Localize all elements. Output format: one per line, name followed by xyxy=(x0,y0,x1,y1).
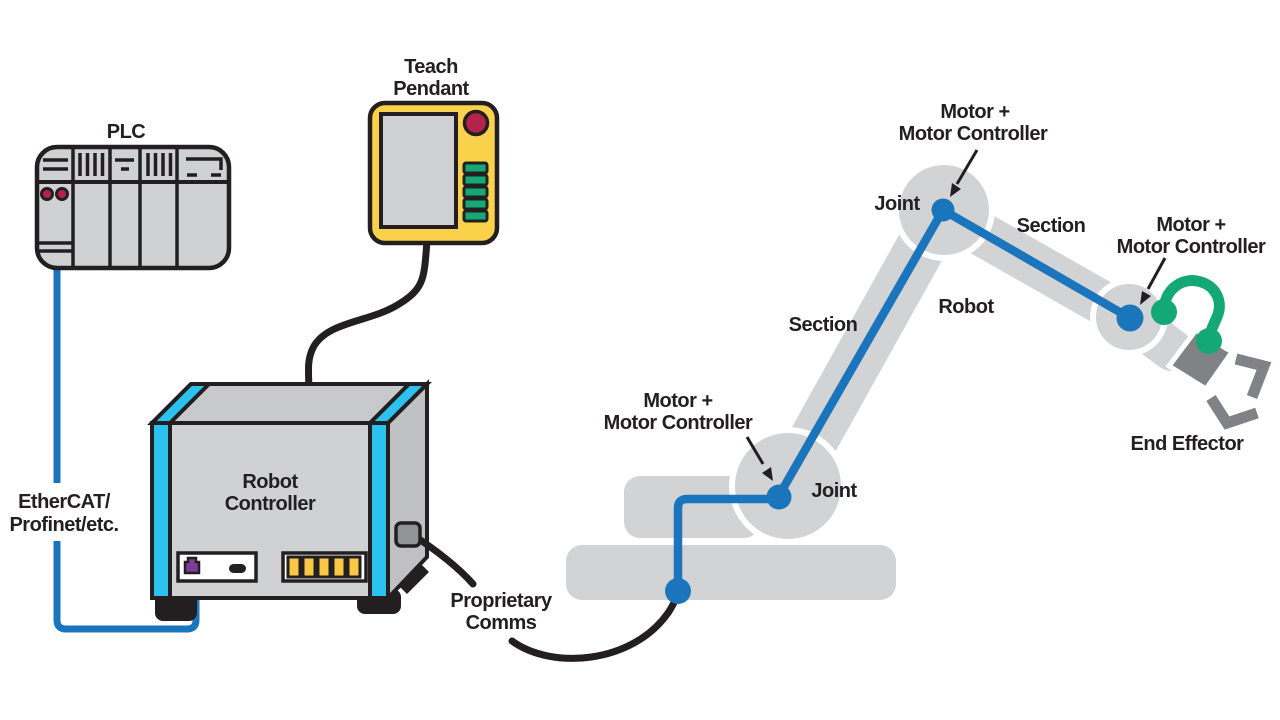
comm-node-joint-elbow xyxy=(931,198,955,222)
teach-pendant-device xyxy=(367,100,500,246)
callout-arrow-elbow-motor xyxy=(950,149,979,197)
emergency-stop-button xyxy=(462,109,490,137)
controller-edge-strip-right xyxy=(368,421,390,600)
arrow-line xyxy=(1146,257,1167,290)
arrow-head xyxy=(1140,291,1151,305)
label-motor-controller-elbow-line1: Motor + xyxy=(940,101,1009,123)
fieldbus-cable xyxy=(53,262,200,633)
usb-port-icon xyxy=(183,556,201,575)
plc-chassis xyxy=(34,144,232,271)
label-joint-base: Joint xyxy=(811,480,857,502)
comm-node-joint-base xyxy=(766,484,792,510)
comm-node-joint-wrist xyxy=(1116,304,1144,332)
pendant-key xyxy=(462,197,489,211)
hose-end-cap xyxy=(1196,328,1222,354)
label-fieldbus-line1: EtherCAT/ xyxy=(18,491,111,513)
label-teach-pendant-line1: Teach xyxy=(404,56,458,78)
robot-base-lower-block xyxy=(566,545,896,600)
terminal-pin xyxy=(301,555,317,579)
plc-handle-glyph xyxy=(186,157,223,170)
fieldbus-cable-lower-segment xyxy=(53,541,200,633)
label-proprietary-comms-line1: Proprietary xyxy=(450,590,553,612)
arrow-line xyxy=(745,436,765,465)
label-motor-controller-elbow-line2: Motor Controller xyxy=(899,123,1048,145)
robot-arm xyxy=(508,159,1272,662)
label-teach-pendant-line2: Pendant xyxy=(393,78,469,100)
pendant-screen xyxy=(379,112,458,229)
label-motor-controller-base-line2: Motor Controller xyxy=(604,412,753,434)
plc-status-led xyxy=(40,187,54,201)
controller-edge-strip-top-right xyxy=(365,382,432,425)
controller-edge-strip-left xyxy=(150,421,172,600)
label-motor-controller-wrist-line2: Motor Controller xyxy=(1117,236,1266,258)
label-plc: PLC xyxy=(107,121,146,143)
pendant-cable xyxy=(304,237,431,396)
gripper-finger-lower xyxy=(1206,395,1259,430)
plc-vent-lines xyxy=(37,158,221,253)
plc-status-led xyxy=(55,187,69,201)
label-section-upper: Section xyxy=(1017,215,1086,237)
label-motor-controller-base-line1: Motor + xyxy=(643,390,712,412)
label-fieldbus-line2: Profinet/etc. xyxy=(9,514,118,536)
plc-module-dividers xyxy=(71,149,179,266)
terminal-pin xyxy=(346,555,362,579)
robot-comm-path xyxy=(673,205,1135,597)
label-robot-controller-line1: Robot xyxy=(242,471,298,493)
callout-arrow-wrist-motor xyxy=(1140,257,1167,305)
controller-cable-connector xyxy=(394,521,422,548)
pendant-key xyxy=(462,185,489,199)
robot-controller-device xyxy=(147,379,477,621)
controller-back-foot xyxy=(399,564,429,594)
pendant-key xyxy=(462,161,489,175)
label-proprietary-comms-line2: Comms xyxy=(466,612,537,634)
terminal-pin xyxy=(331,555,347,579)
comm-node-base xyxy=(665,578,691,604)
controller-edge-strip-top-left xyxy=(147,382,214,425)
label-robot: Robot xyxy=(938,296,994,318)
label-joint-elbow: Joint xyxy=(874,193,920,215)
label-section-lower: Section xyxy=(789,314,858,336)
hose-end-cap xyxy=(1151,299,1177,325)
label-motor-controller-wrist-line1: Motor + xyxy=(1156,214,1225,236)
callout-arrow-base-motor xyxy=(745,436,773,481)
robot-base-upper-block xyxy=(624,476,760,538)
plc-device xyxy=(34,144,232,271)
arrow-head xyxy=(762,467,773,481)
gripper-finger-upper xyxy=(1234,353,1272,399)
terminal-pin xyxy=(316,555,332,579)
label-end-effector: End Effector xyxy=(1131,433,1245,455)
plc-slot-bars xyxy=(78,153,173,176)
pendant-key xyxy=(462,209,489,223)
arrow-head xyxy=(950,183,961,197)
label-robot-controller-line2: Controller xyxy=(225,493,316,515)
arrow-line xyxy=(955,149,979,185)
controller-panel-button xyxy=(229,564,246,573)
pendant-key xyxy=(462,173,489,187)
terminal-pin xyxy=(286,555,302,579)
